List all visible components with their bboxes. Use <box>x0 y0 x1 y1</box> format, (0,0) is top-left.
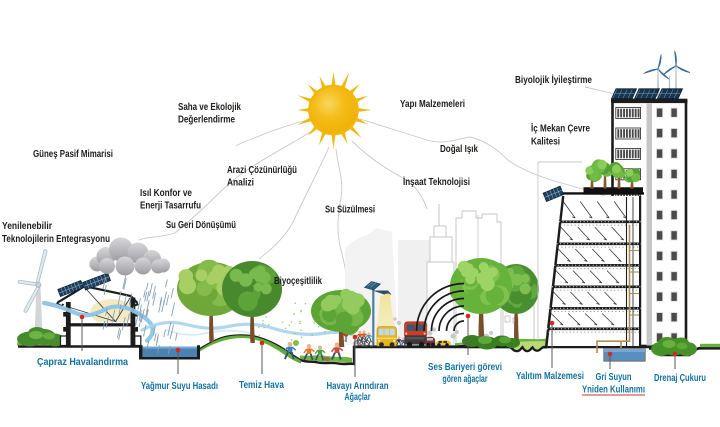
svg-text:Gri Suyun: Gri Suyun <box>596 372 632 383</box>
svg-text:Teknolojilerin Entegrasyonu: Teknolojilerin Entegrasyonu <box>2 234 110 245</box>
svg-text:gören ağaçlar: gören ağaçlar <box>443 374 488 385</box>
svg-text:Yalıtım Malzemesi: Yalıtım Malzemesi <box>516 371 584 382</box>
svg-text:Su Süzülmesi: Su Süzülmesi <box>325 205 375 216</box>
svg-text:Havayı Arındıran: Havayı Arındıran <box>327 381 389 392</box>
svg-text:Su Geri Dönüşümü: Su Geri Dönüşümü <box>166 220 236 231</box>
svg-text:Ses Bariyeri görevi: Ses Bariyeri görevi <box>428 362 502 373</box>
svg-text:İç Mekan Çevre: İç Mekan Çevre <box>531 124 591 135</box>
svg-text:Drenaj Çukuru: Drenaj Çukuru <box>654 373 706 384</box>
svg-text:Yapı Malzemeleri: Yapı Malzemeleri <box>400 99 465 110</box>
svg-text:Isıl Konfor ve: Isıl Konfor ve <box>140 188 193 199</box>
svg-text:Çapraz Havalandırma: Çapraz Havalandırma <box>37 357 129 368</box>
svg-text:Arazi Çözünürlüğü: Arazi Çözünürlüğü <box>227 165 297 176</box>
svg-text:Biyoçeşitlilik: Biyoçeşitlilik <box>274 276 322 287</box>
svg-text:Yniden Kullanımı: Yniden Kullanımı <box>582 385 645 396</box>
svg-text:Kalitesi: Kalitesi <box>531 137 560 148</box>
svg-text:Yağmur Suyu Hasadı: Yağmur Suyu Hasadı <box>141 381 218 392</box>
svg-text:Değerlendirme: Değerlendirme <box>178 115 236 126</box>
svg-text:Analizi: Analizi <box>227 178 254 189</box>
svg-text:Biyolojik İyileştirme: Biyolojik İyileştirme <box>515 75 593 86</box>
svg-text:İnşaat Teknolojisi: İnşaat Teknolojisi <box>403 177 470 188</box>
svg-text:Doğal Işık: Doğal Işık <box>440 144 479 155</box>
svg-text:Yenilenebilir: Yenilenebilir <box>2 221 52 232</box>
svg-text:Güneş Pasif Mimarisi: Güneş Pasif Mimarisi <box>33 149 113 160</box>
svg-text:Enerji Tasarrufu: Enerji Tasarrufu <box>140 201 201 212</box>
svg-text:Saha ve Ekolojik: Saha ve Ekolojik <box>178 102 241 113</box>
svg-text:Temiz Hava: Temiz Hava <box>239 380 285 391</box>
svg-text:Ağaçlar: Ağaçlar <box>345 392 371 403</box>
